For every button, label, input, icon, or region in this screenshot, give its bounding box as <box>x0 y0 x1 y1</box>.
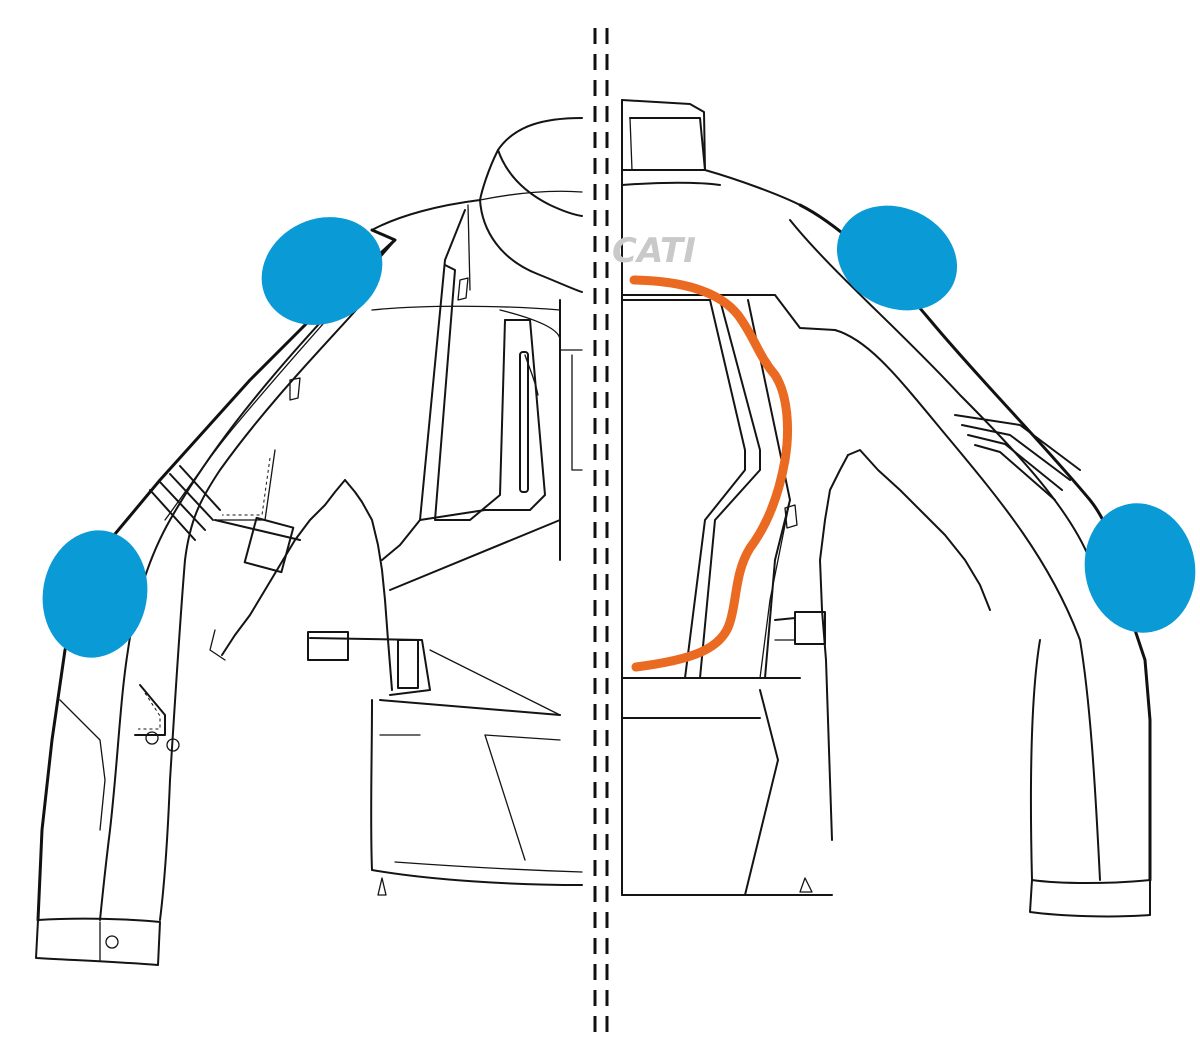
back-protector <box>629 275 793 672</box>
jacket-back-half <box>621 99 1152 918</box>
right-shoulder-protector <box>836 205 958 311</box>
center-divider <box>593 28 609 1040</box>
left-elbow-protector <box>42 530 148 658</box>
protector-group <box>42 205 1196 658</box>
logo-text: CATI <box>612 231 696 271</box>
jacket-front-half <box>35 117 583 966</box>
right-elbow-protector <box>1084 503 1196 633</box>
left-shoulder-protector <box>261 217 383 325</box>
